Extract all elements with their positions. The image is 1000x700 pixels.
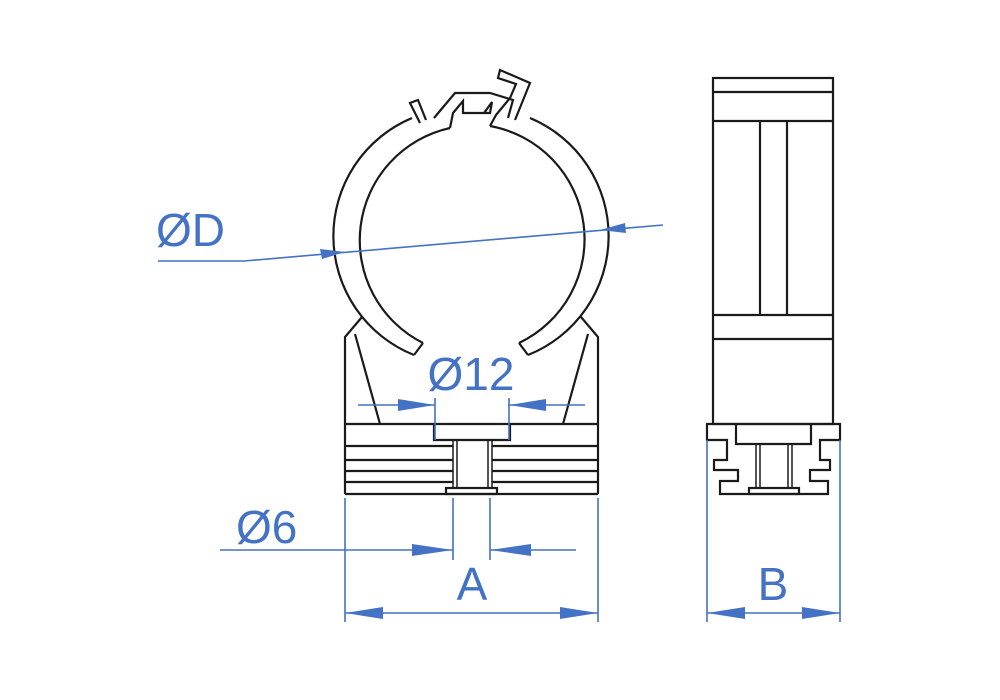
clamp-ring-outer	[332, 116, 610, 357]
label-hole: Ø12	[428, 348, 515, 400]
dimension-hole: Ø12	[358, 348, 585, 440]
base-outline-right	[561, 316, 600, 494]
dimension-b: B	[706, 440, 841, 622]
clamp-ring-inner	[358, 124, 586, 344]
label-b: B	[758, 558, 789, 610]
base-outline-left	[343, 316, 382, 494]
side-screw-shaft	[755, 444, 793, 488]
side-body	[711, 76, 835, 426]
label-a: A	[457, 558, 488, 610]
side-view	[705, 76, 842, 496]
screw-shaft	[452, 440, 493, 488]
front-view	[332, 68, 610, 496]
ring-end-right	[518, 342, 529, 356]
side-screw-recess	[734, 424, 813, 446]
screw-head-recess	[432, 424, 512, 442]
side-base-profile	[705, 422, 842, 496]
dimension-a: A	[344, 498, 599, 622]
side-screw-nut	[747, 486, 801, 496]
dimension-od: ØD	[156, 204, 664, 262]
latch	[408, 68, 532, 129]
screw-nut	[444, 486, 499, 496]
base-slats	[345, 422, 598, 496]
label-screw: Ø6	[236, 501, 297, 553]
side-lines	[713, 90, 833, 341]
label-od: ØD	[156, 204, 225, 256]
ring-end-left	[413, 342, 424, 356]
dimension-screw: Ø6	[220, 498, 576, 560]
